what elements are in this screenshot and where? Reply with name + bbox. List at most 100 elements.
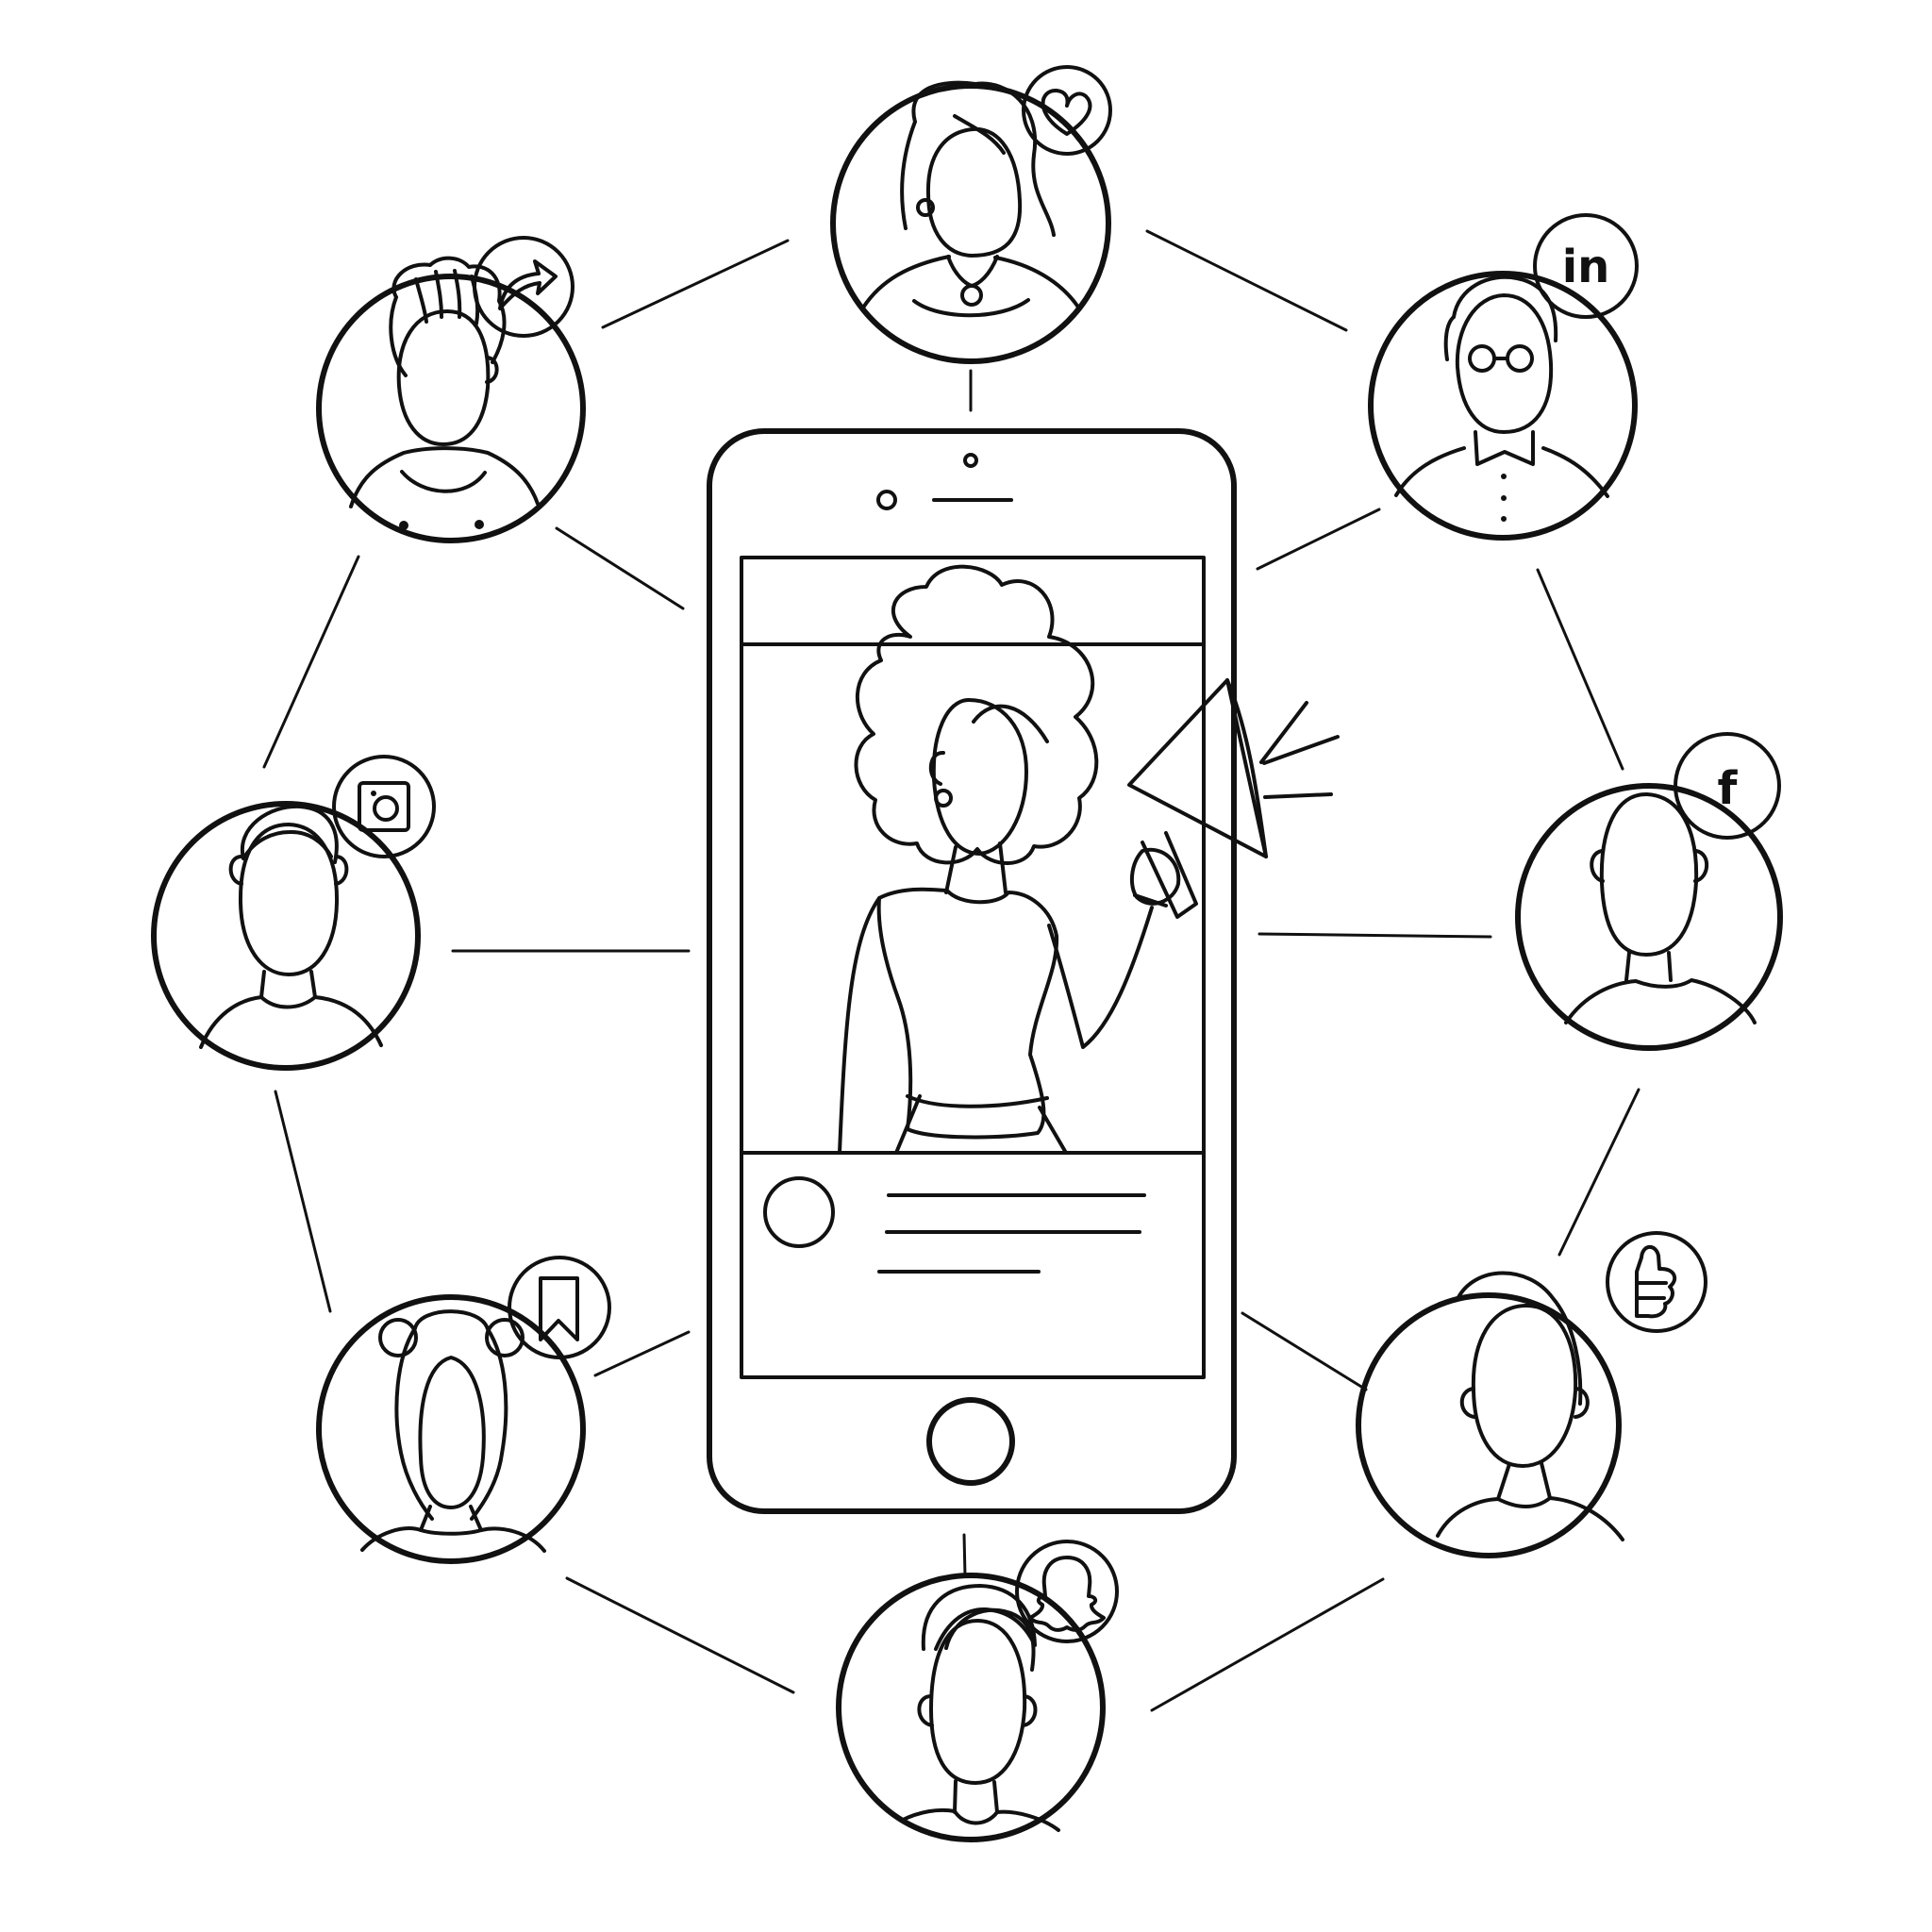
avatar-shoulders	[1436, 1496, 1624, 1541]
front-sensor-icon	[876, 490, 897, 510]
avatar-hair	[240, 804, 339, 864]
head	[931, 698, 1028, 856]
node-bottom-right	[1356, 1231, 1707, 1558]
avatar-ear	[334, 855, 349, 886]
megaphone-rim	[1225, 678, 1268, 858]
megaphone-handle	[1141, 831, 1198, 919]
hand	[1129, 847, 1181, 906]
badge-circle	[1533, 213, 1639, 319]
glasses-lens	[1506, 344, 1534, 373]
node-bottom	[836, 1540, 1119, 1842]
avatar-hair	[900, 80, 1056, 237]
avatar-face	[1599, 791, 1699, 957]
avatar-shoulders	[1564, 978, 1757, 1024]
avatar-collar	[1474, 430, 1535, 466]
avatar-face	[418, 1356, 486, 1509]
avatar-shoulders	[861, 255, 1081, 310]
connection-line	[1536, 568, 1624, 771]
necklace-pendant	[960, 284, 983, 307]
avatar-hair-strands	[414, 269, 480, 325]
instagram-dot	[371, 791, 376, 796]
connection-line	[262, 555, 360, 769]
avatar-ear	[1574, 1387, 1590, 1419]
avatar-face	[396, 309, 491, 446]
node-right: f	[1515, 732, 1783, 1051]
badge-circle	[1674, 732, 1781, 840]
megaphone-icon	[1127, 678, 1340, 919]
linkedin-icon: in	[1562, 241, 1610, 293]
avatar-hair	[1443, 275, 1558, 361]
heart-icon	[1041, 89, 1092, 136]
avatar-neck	[953, 1779, 999, 1814]
avatar-face	[238, 823, 340, 976]
badge-circle	[332, 755, 436, 858]
smartphone	[707, 428, 1340, 1514]
badge-circle	[1022, 65, 1112, 156]
influencer-figure	[838, 564, 1181, 1155]
connection-line	[601, 239, 790, 329]
connection-line	[1256, 508, 1381, 571]
avatar-ear	[1022, 1694, 1038, 1727]
avatar-neck	[259, 970, 317, 999]
avatar-ear	[1459, 1387, 1476, 1419]
badge-circle	[508, 1256, 611, 1359]
sound-wave-line	[1263, 792, 1333, 799]
avatar-neck	[419, 1505, 483, 1532]
shirt-button	[1501, 516, 1507, 522]
phone-screen	[740, 556, 1206, 1379]
home-button	[926, 1397, 1015, 1486]
connection-line	[962, 1533, 967, 1578]
connection-line	[1557, 1088, 1641, 1257]
avatar-circle	[316, 274, 586, 543]
avatar-ear	[1693, 849, 1709, 883]
earring-icon	[934, 789, 953, 808]
facebook-icon: f	[1718, 762, 1739, 815]
post-avatar	[763, 1176, 835, 1248]
badge-circle	[1015, 1540, 1119, 1643]
megaphone-cone	[1127, 678, 1268, 858]
necklace	[946, 255, 999, 288]
avatar-hair	[921, 1584, 1037, 1651]
avatar-hair	[389, 256, 507, 377]
node-left	[151, 755, 436, 1071]
avatar-ear	[917, 1694, 934, 1727]
connection-line	[274, 1090, 332, 1313]
neck	[944, 841, 1008, 894]
avatar-face	[925, 126, 1023, 258]
skirt-lines	[894, 1094, 1068, 1155]
avatar-hair	[1456, 1271, 1583, 1406]
avatar-circle	[151, 801, 421, 1071]
bookmark-icon	[539, 1276, 579, 1341]
thumbs-up-icon	[1635, 1244, 1677, 1319]
avatar-ear	[485, 356, 499, 384]
afro-hair	[854, 564, 1099, 865]
skirt-waist	[906, 1094, 1049, 1108]
share-icon	[498, 259, 558, 310]
shirt-button	[1501, 474, 1507, 479]
wristband	[1133, 893, 1168, 908]
snapchat-icon	[1028, 1556, 1106, 1632]
avatar-shoulders	[899, 1807, 1060, 1832]
avatar-face	[929, 1619, 1027, 1785]
connection-line	[593, 1330, 691, 1377]
avatar-bangs	[953, 114, 1006, 155]
node-top-left	[316, 236, 586, 543]
connection-line	[1257, 932, 1492, 939]
badge-circle	[473, 236, 575, 338]
avatar-circle	[836, 1573, 1106, 1842]
ear-left	[928, 751, 945, 786]
avatar-face	[1455, 293, 1554, 434]
bangs	[972, 704, 1049, 743]
avatar-collar	[912, 298, 1030, 318]
hoodie-drawstring	[475, 520, 484, 529]
avatar-shoulders	[1394, 446, 1609, 498]
avatar-circle	[316, 1294, 586, 1564]
avatar-shoulders	[360, 1526, 546, 1553]
phone-frame	[707, 428, 1237, 1514]
avatar-ear	[1590, 849, 1605, 883]
instagram-lens	[373, 795, 399, 822]
hoodie-drawstring	[399, 521, 408, 530]
connection-line	[1145, 229, 1348, 332]
avatar-circle	[830, 83, 1111, 364]
